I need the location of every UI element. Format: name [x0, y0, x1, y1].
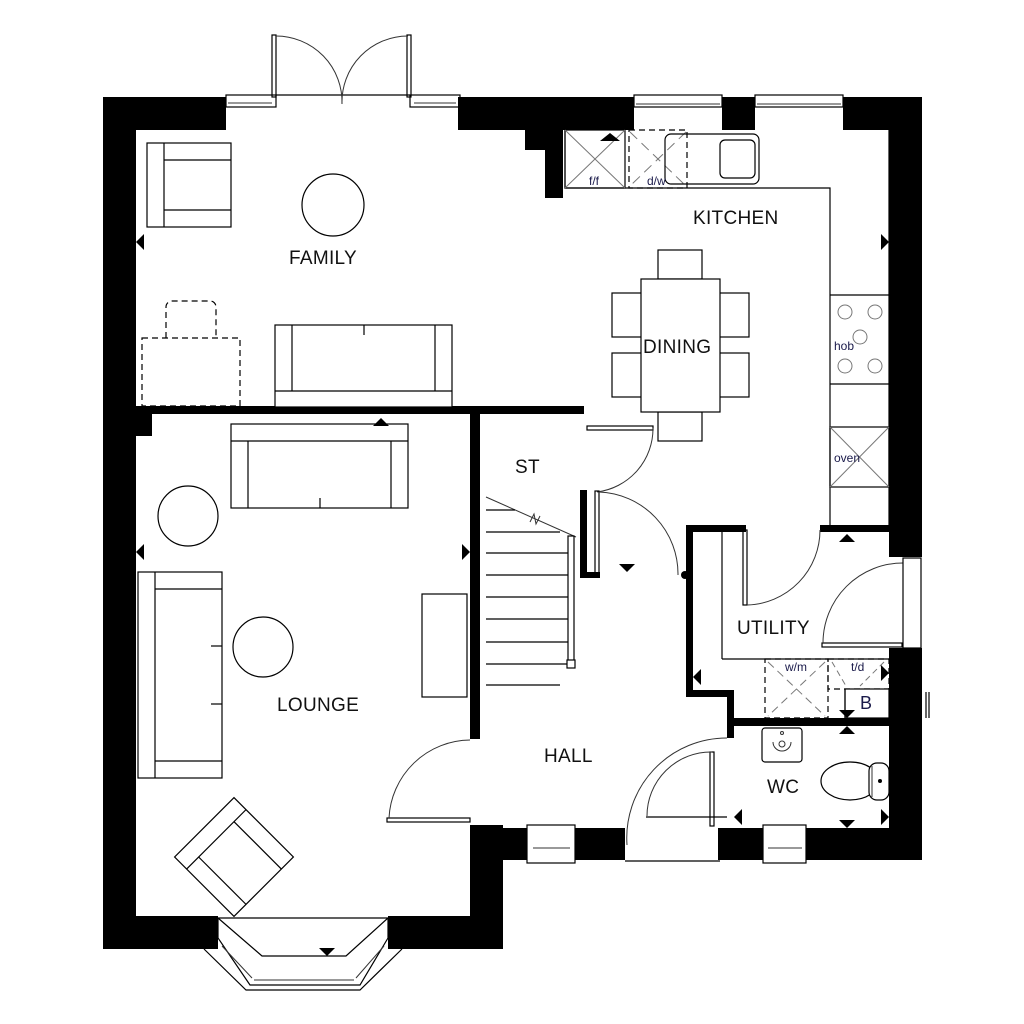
fixture-label-boiler: B	[860, 693, 873, 713]
room-label-utility: UTILITY	[737, 618, 810, 639]
family-furniture	[141, 142, 453, 408]
fixture-label-dishwasher: d/w	[647, 174, 666, 188]
room-label-dining: DINING	[643, 337, 712, 358]
room-label-store: ST	[515, 457, 540, 478]
external-walls	[103, 97, 922, 949]
dining-set	[611, 249, 750, 442]
utility-fittings	[721, 532, 930, 719]
fixture-label-washing-machine: w/m	[785, 660, 807, 674]
staircase	[485, 496, 577, 686]
room-label-kitchen: KITCHEN	[693, 208, 779, 229]
room-label-wc: WC	[767, 777, 800, 798]
fixture-label-fridge-freezer: f/f	[589, 174, 600, 188]
internal-walls	[136, 406, 889, 739]
doors	[271, 34, 922, 862]
room-label-hall: HALL	[544, 746, 593, 767]
wc-fittings	[761, 727, 890, 801]
fixture-label-tumble-dryer: t/d	[851, 660, 865, 674]
fixture-label-hob: hob	[834, 339, 855, 353]
lounge-furniture	[137, 423, 468, 918]
windows	[203, 94, 844, 991]
wall-markers	[136, 133, 889, 956]
room-label-lounge: LOUNGE	[277, 695, 360, 716]
room-label-family: FAMILY	[289, 248, 357, 269]
fixture-label-oven: oven	[834, 451, 861, 465]
